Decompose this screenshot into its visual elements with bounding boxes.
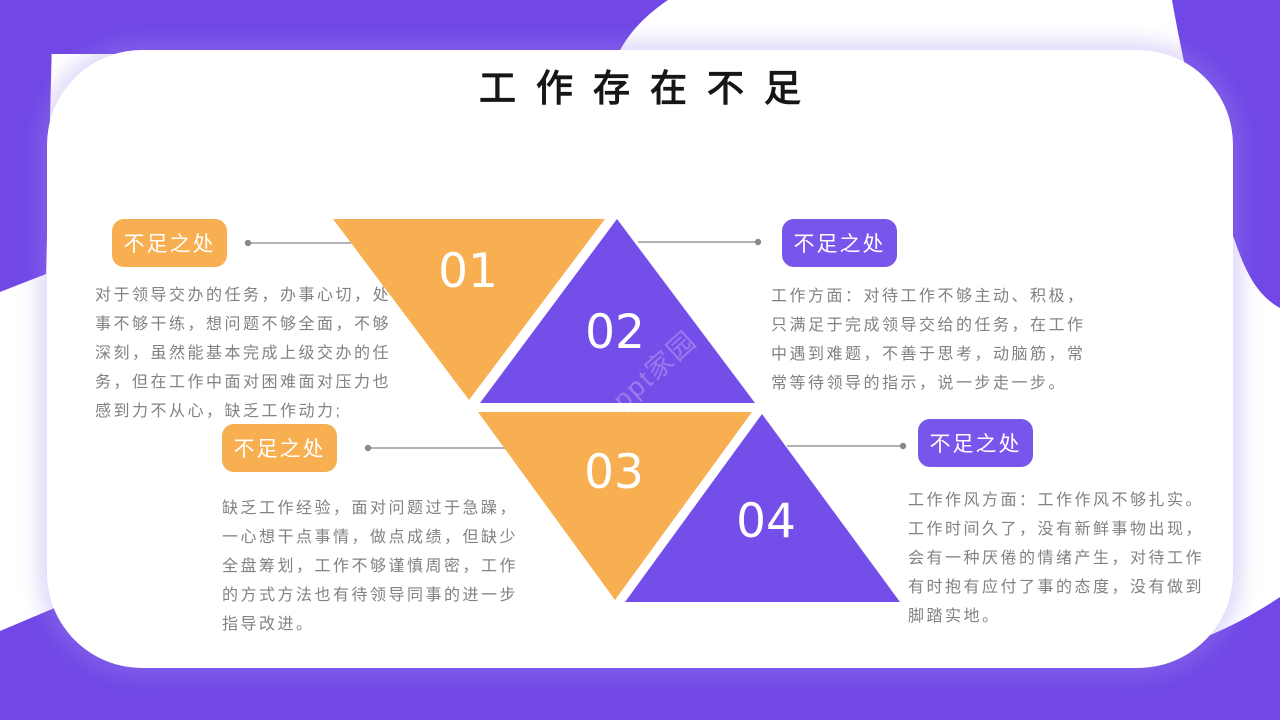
badge-item-4-label: 不足之处 (929, 433, 1022, 456)
badge-item-1: 不足之处 (112, 219, 227, 267)
triangle-03 (478, 412, 752, 600)
triangle-01 (333, 219, 605, 400)
connector-dot-01 (244, 239, 252, 247)
connector-dot-04 (899, 442, 907, 450)
number-04: 04 (736, 494, 796, 549)
triangle-02 (480, 219, 755, 403)
badge-item-2: 不足之处 (782, 219, 897, 267)
paragraph-item-4: 工作作风方面：工作作风不够扎实。工作时间久了，没有新鲜事物出现，会有一种厌倦的情… (908, 492, 1205, 625)
background-top-strip (0, 0, 668, 54)
background-left-band (0, 40, 52, 292)
badge-item-2-label: 不足之处 (793, 233, 886, 256)
paragraph-item-2: 工作方面：对待工作不够主动、积极，只满足于完成领导交给的任务，在工作中遇到难题，… (771, 288, 1086, 392)
connector-lines (248, 241, 903, 449)
number-01: 01 (438, 244, 498, 299)
paragraph-item-3: 缺乏工作经验，面对问题过于急躁，一心想干点事情，做点成绩，但缺少全盘筹划，工作不… (222, 500, 519, 633)
number-02: 02 (585, 305, 645, 360)
badge-item-3-label: 不足之处 (233, 438, 326, 461)
paragraph-item-1: 对于领导交办的任务，办事心切，处事不够干练，想问题不够全面，不够深刻，虽然能基本… (95, 287, 392, 420)
connector-dot-03 (364, 444, 372, 452)
number-03: 03 (584, 445, 644, 500)
connector-dots (244, 238, 907, 452)
badge-item-4: 不足之处 (918, 419, 1033, 467)
connector-dot-02 (754, 238, 762, 246)
page-title: 工作存在不足 (479, 68, 821, 109)
badge-item-1-label: 不足之处 (123, 233, 216, 256)
background-bottom-wave (0, 597, 1280, 720)
triangle-04 (625, 414, 900, 602)
badge-item-3: 不足之处 (222, 424, 337, 472)
